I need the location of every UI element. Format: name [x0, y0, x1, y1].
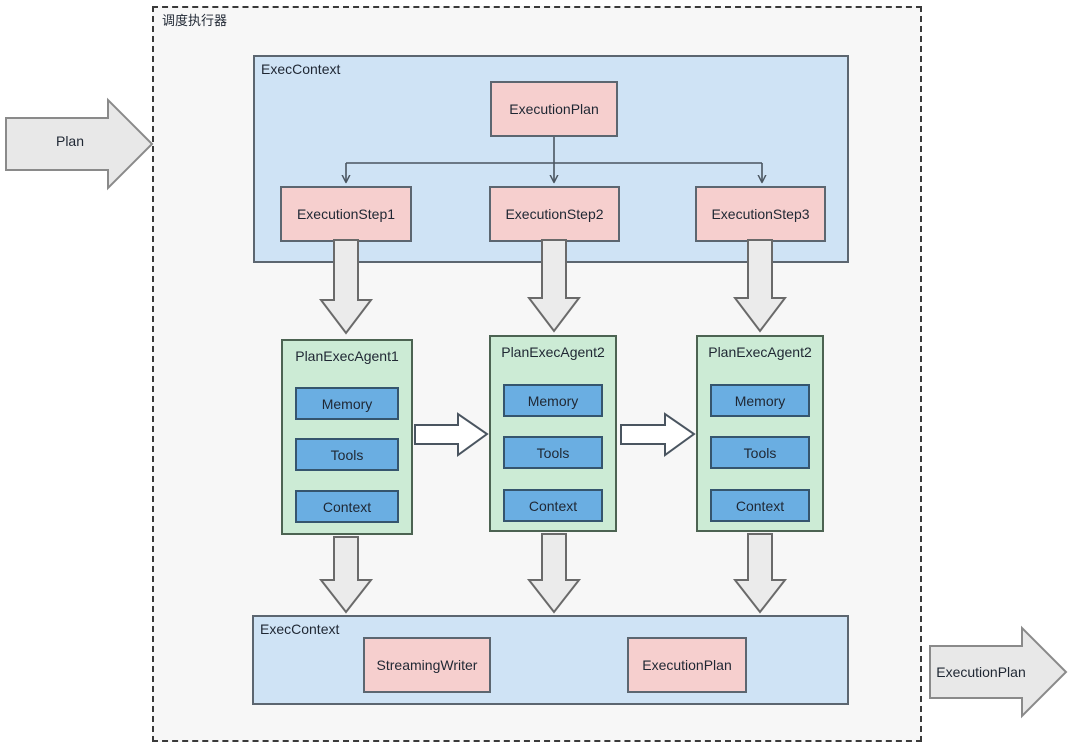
plan-input-arrow-label: Plan — [55, 133, 85, 149]
agent2-to-context-arrow — [526, 533, 582, 614]
plan-exec-agent-3-title: PlanExecAgent2 — [708, 344, 812, 360]
step2-to-agent2-arrow — [526, 239, 582, 333]
agent-chain-arrows — [414, 412, 696, 457]
agent1-to-context-arrow — [318, 536, 374, 614]
exec-context-bottom-label: ExecContext — [260, 621, 340, 637]
agent-2-memory[interactable]: Memory — [503, 384, 603, 417]
step1-to-agent1-arrow — [318, 239, 374, 335]
streaming-writer-node[interactable]: StreamingWriter — [363, 637, 491, 693]
agent-3-memory[interactable]: Memory — [710, 384, 810, 417]
execution-plan-node[interactable]: ExecutionPlan — [490, 81, 618, 137]
execution-plan-output-arrow-label: ExecutionPlan — [936, 664, 1026, 680]
agent3-to-context-arrow — [732, 533, 788, 614]
execution-plan-output-node[interactable]: ExecutionPlan — [627, 637, 747, 693]
agent-1-memory[interactable]: Memory — [295, 387, 399, 420]
agent-2-tools[interactable]: Tools — [503, 436, 603, 469]
step3-to-agent3-arrow — [732, 239, 788, 333]
exec-context-bottom-panel: ExecContext — [252, 615, 849, 705]
plan-to-steps-connectors — [346, 137, 762, 182]
agent-3-context[interactable]: Context — [710, 489, 810, 522]
execution-plan-output-arrow — [929, 625, 1068, 719]
agent-3-tools[interactable]: Tools — [710, 436, 810, 469]
agent-1-context[interactable]: Context — [295, 490, 399, 523]
scheduler-container-label: 调度执行器 — [162, 13, 228, 28]
plan-exec-agent-2-title: PlanExecAgent2 — [501, 344, 605, 360]
agent-2-context[interactable]: Context — [503, 489, 603, 522]
agent2-to-agent3-arrow — [620, 412, 696, 457]
plan-exec-agent-1-title: PlanExecAgent1 — [295, 348, 399, 364]
step-to-agent-block-arrows — [318, 239, 788, 335]
plan-input-arrow — [5, 97, 154, 191]
execution-step-2-node[interactable]: ExecutionStep2 — [489, 186, 620, 242]
agent-to-bottom-context-block-arrows — [318, 533, 788, 614]
execution-step-3-node[interactable]: ExecutionStep3 — [695, 186, 826, 242]
agent-1-tools[interactable]: Tools — [295, 438, 399, 471]
agent1-to-agent2-arrow — [414, 412, 489, 457]
exec-context-top-label: ExecContext — [261, 61, 341, 77]
